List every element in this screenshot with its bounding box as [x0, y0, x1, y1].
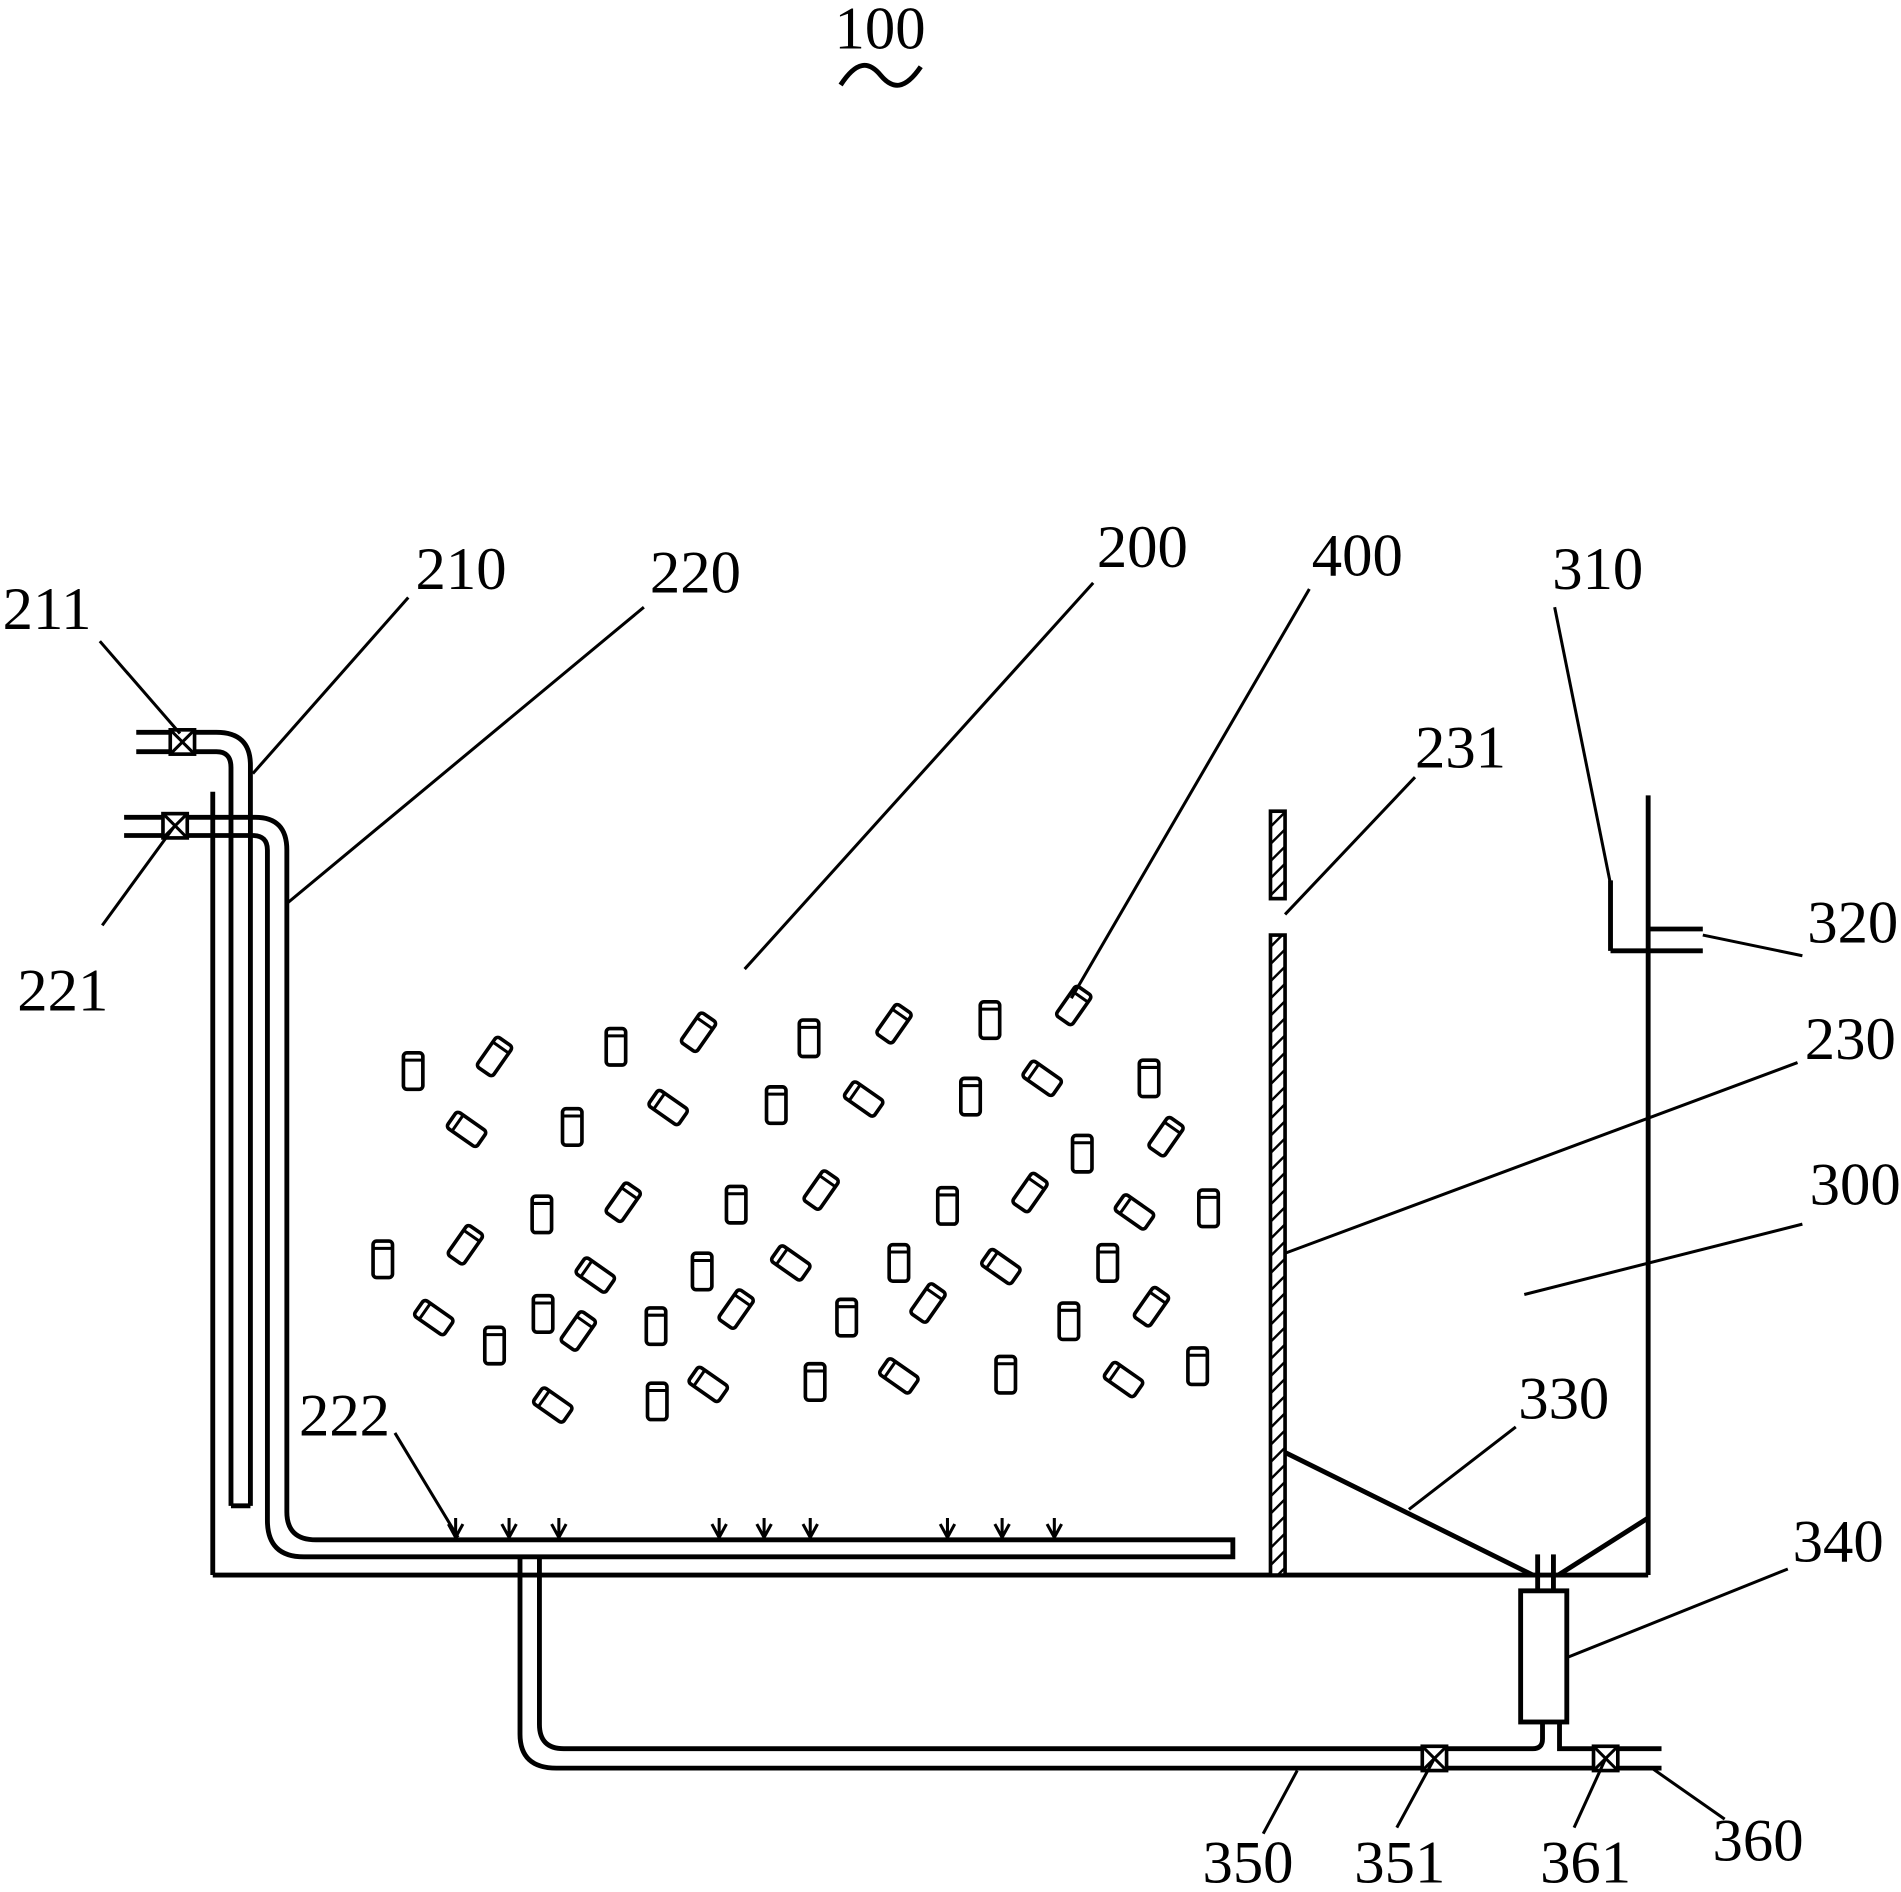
carrier-piece	[644, 1306, 668, 1347]
carrier-piece	[909, 1282, 947, 1324]
label-222: 222	[299, 1382, 390, 1449]
carrier-piece	[769, 1244, 812, 1282]
pipe-220	[124, 814, 1236, 1560]
label-230: 230	[1805, 1006, 1896, 1073]
valve-211	[168, 728, 197, 756]
carrier-piece	[797, 1018, 821, 1059]
carrier-piece	[935, 1185, 960, 1226]
valve-221	[161, 811, 190, 840]
carrier-piece	[1186, 1346, 1210, 1387]
pipe-210	[136, 729, 253, 1509]
carrier-piece	[1147, 1115, 1185, 1158]
carrier-piece	[679, 1011, 718, 1054]
label-320: 320	[1807, 889, 1898, 956]
carrier-piece	[690, 1251, 714, 1292]
tank	[210, 791, 1651, 1578]
aeration-arrow	[550, 1517, 568, 1541]
label-231: 231	[1415, 714, 1506, 781]
carrier-piece	[764, 1085, 788, 1126]
label-211: 211	[3, 576, 92, 643]
label-210: 210	[416, 536, 507, 603]
carrier-piece	[445, 1110, 488, 1149]
label-221: 221	[17, 957, 108, 1024]
label-360: 360	[1713, 1807, 1804, 1874]
carrier-piece	[604, 1026, 628, 1067]
aeration-arrow	[1045, 1517, 1063, 1541]
aeration-arrow	[801, 1517, 819, 1541]
label-350: 350	[1202, 1829, 1293, 1892]
label-330: 330	[1518, 1365, 1609, 1432]
label-340: 340	[1793, 1509, 1884, 1576]
outlet-pipe	[1608, 880, 1703, 954]
carrier-piece	[446, 1223, 485, 1266]
aeration-arrow	[938, 1517, 957, 1541]
carrier-piece	[482, 1325, 507, 1366]
carrier-piece	[645, 1381, 669, 1422]
carrier-piece	[835, 1297, 859, 1338]
carrier-piece	[604, 1181, 643, 1224]
carrier-piece	[724, 1184, 748, 1225]
carrier-piece	[959, 1076, 983, 1117]
label-200: 200	[1097, 514, 1188, 581]
label-220: 220	[650, 540, 741, 607]
carrier-piece	[1096, 1242, 1120, 1283]
carrier-piece	[1113, 1193, 1156, 1231]
aeration-arrow	[500, 1517, 518, 1541]
label-310: 310	[1552, 536, 1643, 603]
carrier-piece	[1057, 1301, 1081, 1342]
carrier-piece	[887, 1242, 911, 1283]
carrier-piece	[687, 1365, 730, 1404]
label-400: 400	[1312, 523, 1403, 590]
carrier-piece	[803, 1361, 827, 1402]
carrier-piece	[994, 1354, 1018, 1395]
carrier-piece	[717, 1288, 755, 1330]
carrier-piece	[475, 1035, 514, 1078]
aeration-arrow	[993, 1517, 1011, 1541]
label-300: 300	[1810, 1152, 1901, 1219]
carrier-piece	[559, 1310, 598, 1352]
carrier-piece	[980, 1247, 1022, 1286]
carrier-piece	[1102, 1360, 1145, 1399]
aeration-arrow	[710, 1517, 728, 1541]
partition-wall	[1268, 809, 1287, 1577]
aeration-arrow	[755, 1517, 773, 1541]
carrier-piece	[647, 1088, 690, 1127]
carrier-piece	[1137, 1058, 1161, 1099]
carrier-piece	[531, 1293, 555, 1334]
carrier-piece	[530, 1194, 554, 1235]
pipe-350	[517, 1556, 1662, 1771]
carrier-piece	[878, 1357, 920, 1395]
carrier-piece	[1070, 1133, 1094, 1174]
label-361: 361	[1540, 1829, 1631, 1892]
carrier-piece	[1011, 1171, 1049, 1214]
carrier-piece	[875, 1002, 913, 1045]
leader-lines	[98, 581, 1803, 1835]
carrier-piece	[1132, 1285, 1171, 1328]
aeration-arrows	[447, 1517, 1063, 1541]
figure-tilde	[838, 63, 923, 88]
carrier-piece	[978, 1000, 1002, 1041]
carrier-piece	[842, 1080, 885, 1118]
sloped-bottom	[1283, 1450, 1650, 1578]
carrier-piece	[574, 1256, 617, 1294]
label-351: 351	[1354, 1829, 1445, 1892]
carrier-piece	[1021, 1059, 1064, 1098]
carrier-piece	[802, 1169, 840, 1211]
carrier-piece	[531, 1386, 574, 1424]
device-340	[1518, 1554, 1570, 1725]
carrier-piece	[560, 1106, 584, 1147]
carrier-piece	[401, 1051, 425, 1092]
carrier-piece	[412, 1298, 455, 1337]
figure-number: 100	[835, 0, 926, 63]
carrier-media	[371, 984, 1221, 1424]
carrier-piece	[371, 1239, 395, 1280]
carrier-piece	[1197, 1188, 1221, 1229]
